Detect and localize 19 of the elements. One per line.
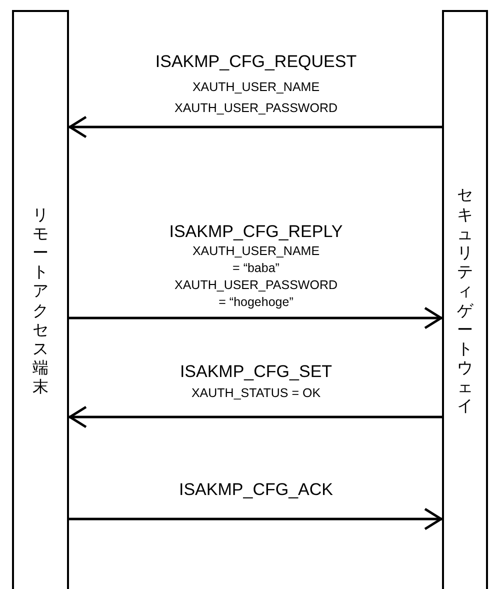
message-label: ISAKMP_CFG_REQUEST	[155, 52, 357, 72]
parameter-text: = “hogehoge”	[218, 295, 294, 309]
message-label: ISAKMP_CFG_ACK	[179, 480, 333, 500]
parameter-text: XAUTH_USER_NAME	[192, 244, 320, 258]
parameter-text: XAUTH_USER_NAME	[192, 80, 320, 94]
participant-label: リモートアクセス端末	[32, 204, 49, 396]
parameter-text: XAUTH_STATUS = OK	[191, 386, 321, 400]
message-label: ISAKMP_CFG_REPLY	[169, 222, 343, 242]
arrow	[69, 306, 442, 330]
arrow	[69, 508, 442, 530]
arrow	[68, 406, 442, 428]
message-label: ISAKMP_CFG_SET	[180, 362, 332, 382]
participant-label: セキュリティゲートウェイ	[456, 185, 474, 416]
lifeline-bar	[12, 10, 69, 589]
lifeline-bar	[442, 10, 488, 589]
parameter-text: XAUTH_USER_PASSWORD	[174, 101, 338, 115]
arrow	[68, 116, 442, 138]
parameter-text: = “baba”	[232, 261, 280, 275]
parameter-text: XAUTH_USER_PASSWORD	[174, 278, 338, 292]
